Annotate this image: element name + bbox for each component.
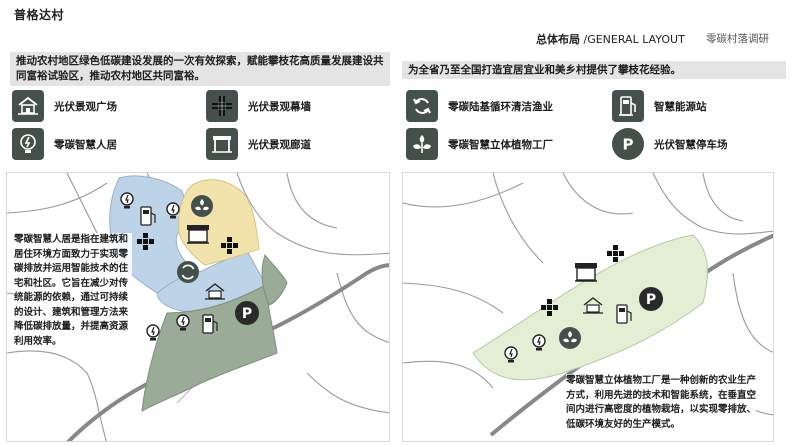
legend-pv-square: 光伏景观广场 [12,88,117,124]
legend-label: 光伏景观广场 [54,100,117,113]
layout-title-en: /GENERAL LAYOUT [583,33,685,46]
charging-station-icon [612,90,644,122]
legend-pv-corridor: 光伏景观廊道 [206,126,311,162]
map-solar-icon [541,299,558,316]
layout-subtitle: 零碳村落调研 [706,33,769,45]
map-plant-icon [191,195,213,217]
map-bulb-icon [146,324,160,341]
layout-title: 总体布局 /GENERAL LAYOUT [536,31,685,47]
recycle-icon [406,90,438,122]
village-name: 普格达村 [14,8,65,22]
solar-panel-icon [206,90,238,122]
map-parking-icon: P [235,301,259,325]
legend-pv-parking: P 光伏智慧停车场 [612,126,728,162]
map-bulb-icon [504,346,518,363]
map-parking-icon: P [639,287,663,311]
legend-label: 智慧能源站 [654,100,707,113]
legend-label: 光伏景观幕墙 [248,100,311,113]
map-plant-icon [559,327,581,349]
map-charging-icon [140,206,156,226]
zone-dark-green-small [261,253,288,306]
map-parking-letter: P [242,306,252,322]
map-bulb-icon [532,334,546,351]
layout-title-cn: 总体布局 [536,33,580,46]
description-zero-carbon-living: 零碳智慧人居是指在建筑和居住环境方面致力于实现零碳排放并运用智能技术的住宅和社区… [14,233,132,349]
legend-clean-fishery: 零碳陆基循环清洁渔业 [406,88,553,124]
map-solar-icon [607,245,624,262]
map-bulb-icon [166,202,180,219]
legend-pv-curtain-wall: 光伏景观幕墙 [206,88,311,124]
zone-blue-lower [156,250,266,312]
map-parking-letter: P [646,292,656,308]
legend-plant-factory: 零碳智慧立体植物工厂 [406,126,553,162]
legend-label: 零碳陆基循环清洁渔业 [448,100,553,113]
description-plant-factory: 零碳智慧立体植物工厂是一种创新的农业生产方式，利用先进的技术和智能系统，在垂直空… [566,374,756,432]
map-bulb-icon [176,314,190,331]
plant-icon [406,128,438,160]
corridor-icon [206,128,238,160]
map-corridor-icon [575,263,597,282]
map-solar-icon [221,237,238,254]
map-charging-icon [616,304,632,324]
zone-yellow [178,179,260,266]
map-charging-icon [202,314,218,334]
map-solar-icon [137,233,154,250]
map-pavilion-icon [205,283,225,300]
map-bulb-icon [120,192,134,209]
map-recycle-icon [177,261,199,283]
smart-bulb-icon [12,128,44,160]
map-left: P [6,172,390,442]
map-pavilion-icon [583,297,603,314]
legend-label: 光伏智慧停车场 [654,138,728,151]
pavilion-icon [12,90,44,122]
legend-zero-carbon-living: 零碳智慧人居 [12,126,117,162]
parking-icon: P [612,128,644,160]
intro-right: 为全省乃至全国打造宜居宜业和美乡村提供了攀枝花经验。 [402,61,786,79]
legend-energy-station: 智慧能源站 [612,88,707,124]
svg-text:P: P [623,136,634,154]
intro-left: 推动农村地区绿色低碳建设发展的一次有效探索，赋能攀枝花高质量发展建设共同富裕试验… [10,52,390,86]
legend-label: 零碳智慧立体植物工厂 [448,138,553,151]
legend-label: 零碳智慧人居 [54,138,117,151]
legend-label: 光伏景观廊道 [248,138,311,151]
map-lines [403,173,773,416]
map-corridor-icon [187,225,209,244]
